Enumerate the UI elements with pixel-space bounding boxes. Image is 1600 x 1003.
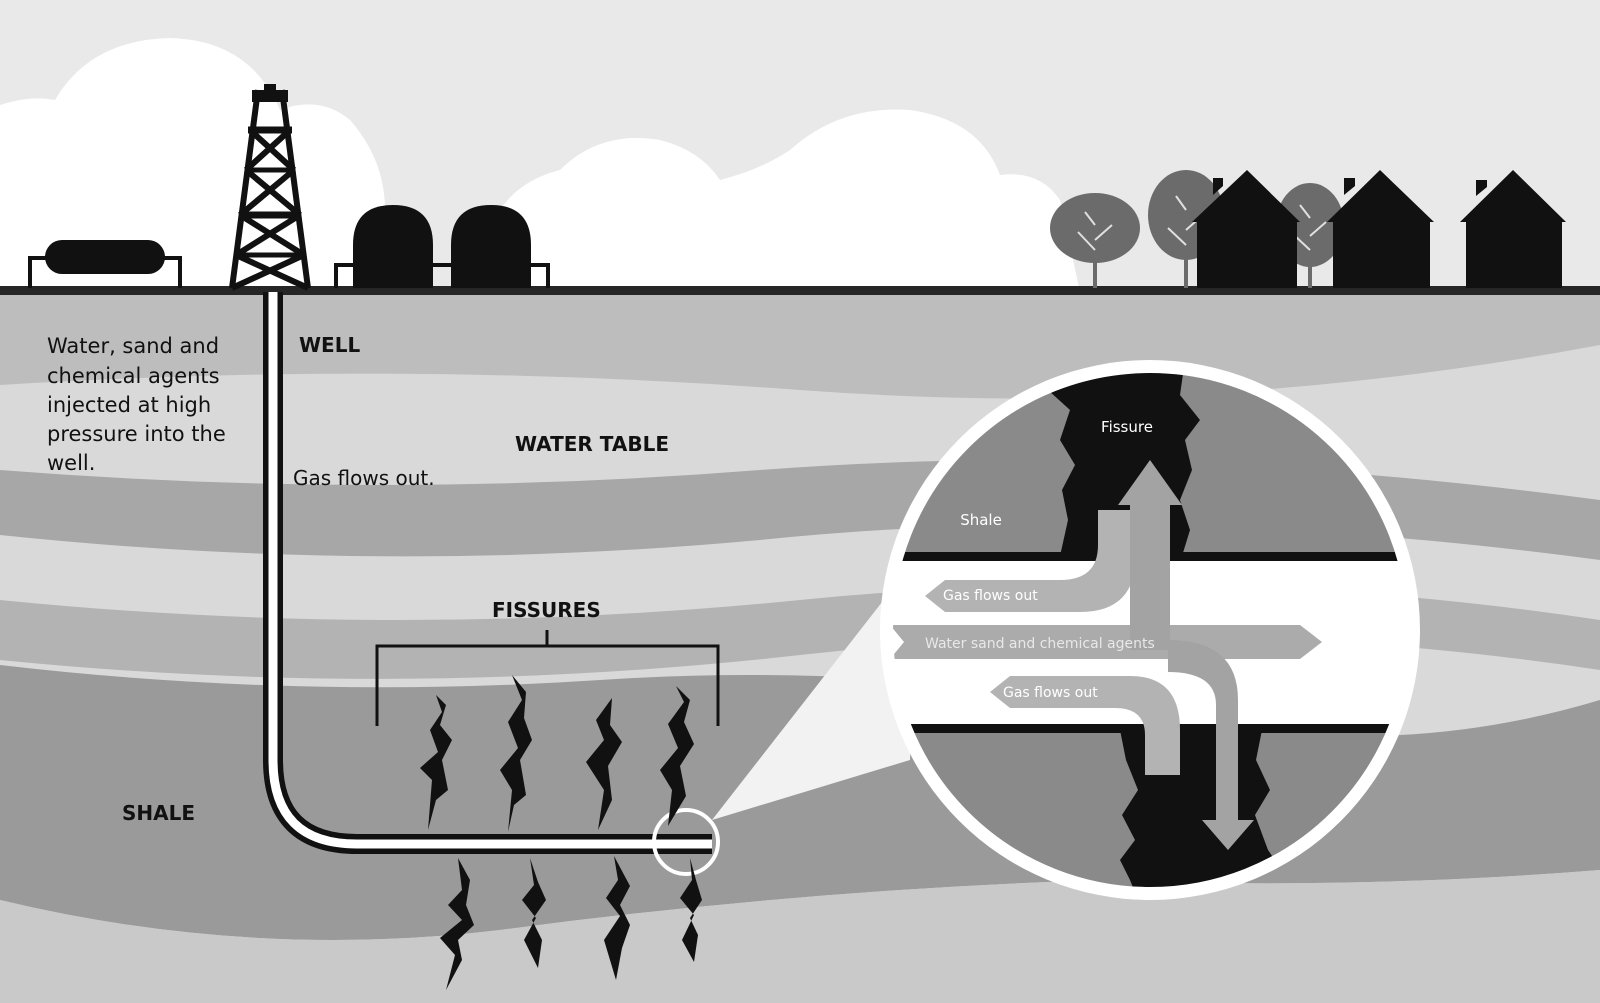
injection-line-1: Water, sand and — [47, 334, 219, 358]
fissures-label: FISSURES — [492, 598, 601, 622]
inset-shale-label: Shale — [960, 511, 1002, 529]
diagram-labels: Water, sand and chemical agents injected… — [47, 333, 669, 825]
gas-flows-out-label: Gas flows out. — [293, 466, 435, 490]
injection-line-4: pressure into the — [47, 422, 226, 446]
surface-equipment — [28, 84, 1566, 291]
crack-4 — [660, 686, 694, 826]
storage-tank-1 — [353, 205, 433, 288]
crack-1 — [420, 695, 452, 830]
crack-2 — [500, 675, 532, 832]
crack-5 — [440, 858, 474, 990]
injection-note: Water, sand and chemical agents injected… — [47, 334, 232, 475]
inset-border — [883, 363, 1417, 897]
clouds — [0, 38, 1080, 292]
houses — [1192, 170, 1566, 288]
injection-line-3: injected at high — [47, 393, 211, 417]
house-3 — [1460, 170, 1566, 288]
ground-line — [0, 286, 1600, 295]
drilling-derrick — [229, 84, 311, 291]
crack-8 — [680, 858, 702, 962]
cloud-left — [0, 38, 385, 292]
crack-3 — [586, 698, 622, 830]
inset-gas-label-lower: Gas flows out — [1003, 685, 1098, 701]
cloud-middle — [500, 109, 1080, 292]
inset-gas-label-upper: Gas flows out — [943, 588, 1038, 604]
crack-7 — [604, 856, 630, 980]
magnify-circle — [652, 808, 720, 876]
tree-1 — [1050, 193, 1140, 288]
fissures-bracket — [375, 630, 720, 726]
injection-line-2: chemical agents — [47, 364, 220, 388]
injection-line-5: well. — [47, 451, 95, 475]
well-label: WELL — [299, 333, 360, 357]
inset-agent-arrow-up — [1118, 460, 1182, 650]
house-1 — [1192, 170, 1300, 288]
shale-label: SHALE — [122, 801, 195, 825]
water-table-label: WATER TABLE — [515, 432, 669, 456]
inset-fissure-label: Fissure — [1101, 418, 1153, 436]
well-bore — [263, 292, 720, 876]
inset-gas-arrow-upper — [925, 510, 1136, 612]
tank-horizontal — [28, 240, 182, 288]
inset-agents-label: Water sand and chemical agents — [925, 636, 1155, 652]
fissure-cracks — [420, 675, 702, 990]
inset-gas-arrow-lower — [990, 676, 1180, 775]
storage-tank-2 — [451, 205, 531, 288]
callout-wedge — [712, 556, 918, 820]
storage-tanks — [334, 205, 550, 288]
inset-agent-arrow-down — [1168, 640, 1254, 850]
house-2 — [1327, 170, 1434, 288]
layer-bottom — [0, 870, 1600, 1003]
crack-6 — [522, 858, 546, 968]
